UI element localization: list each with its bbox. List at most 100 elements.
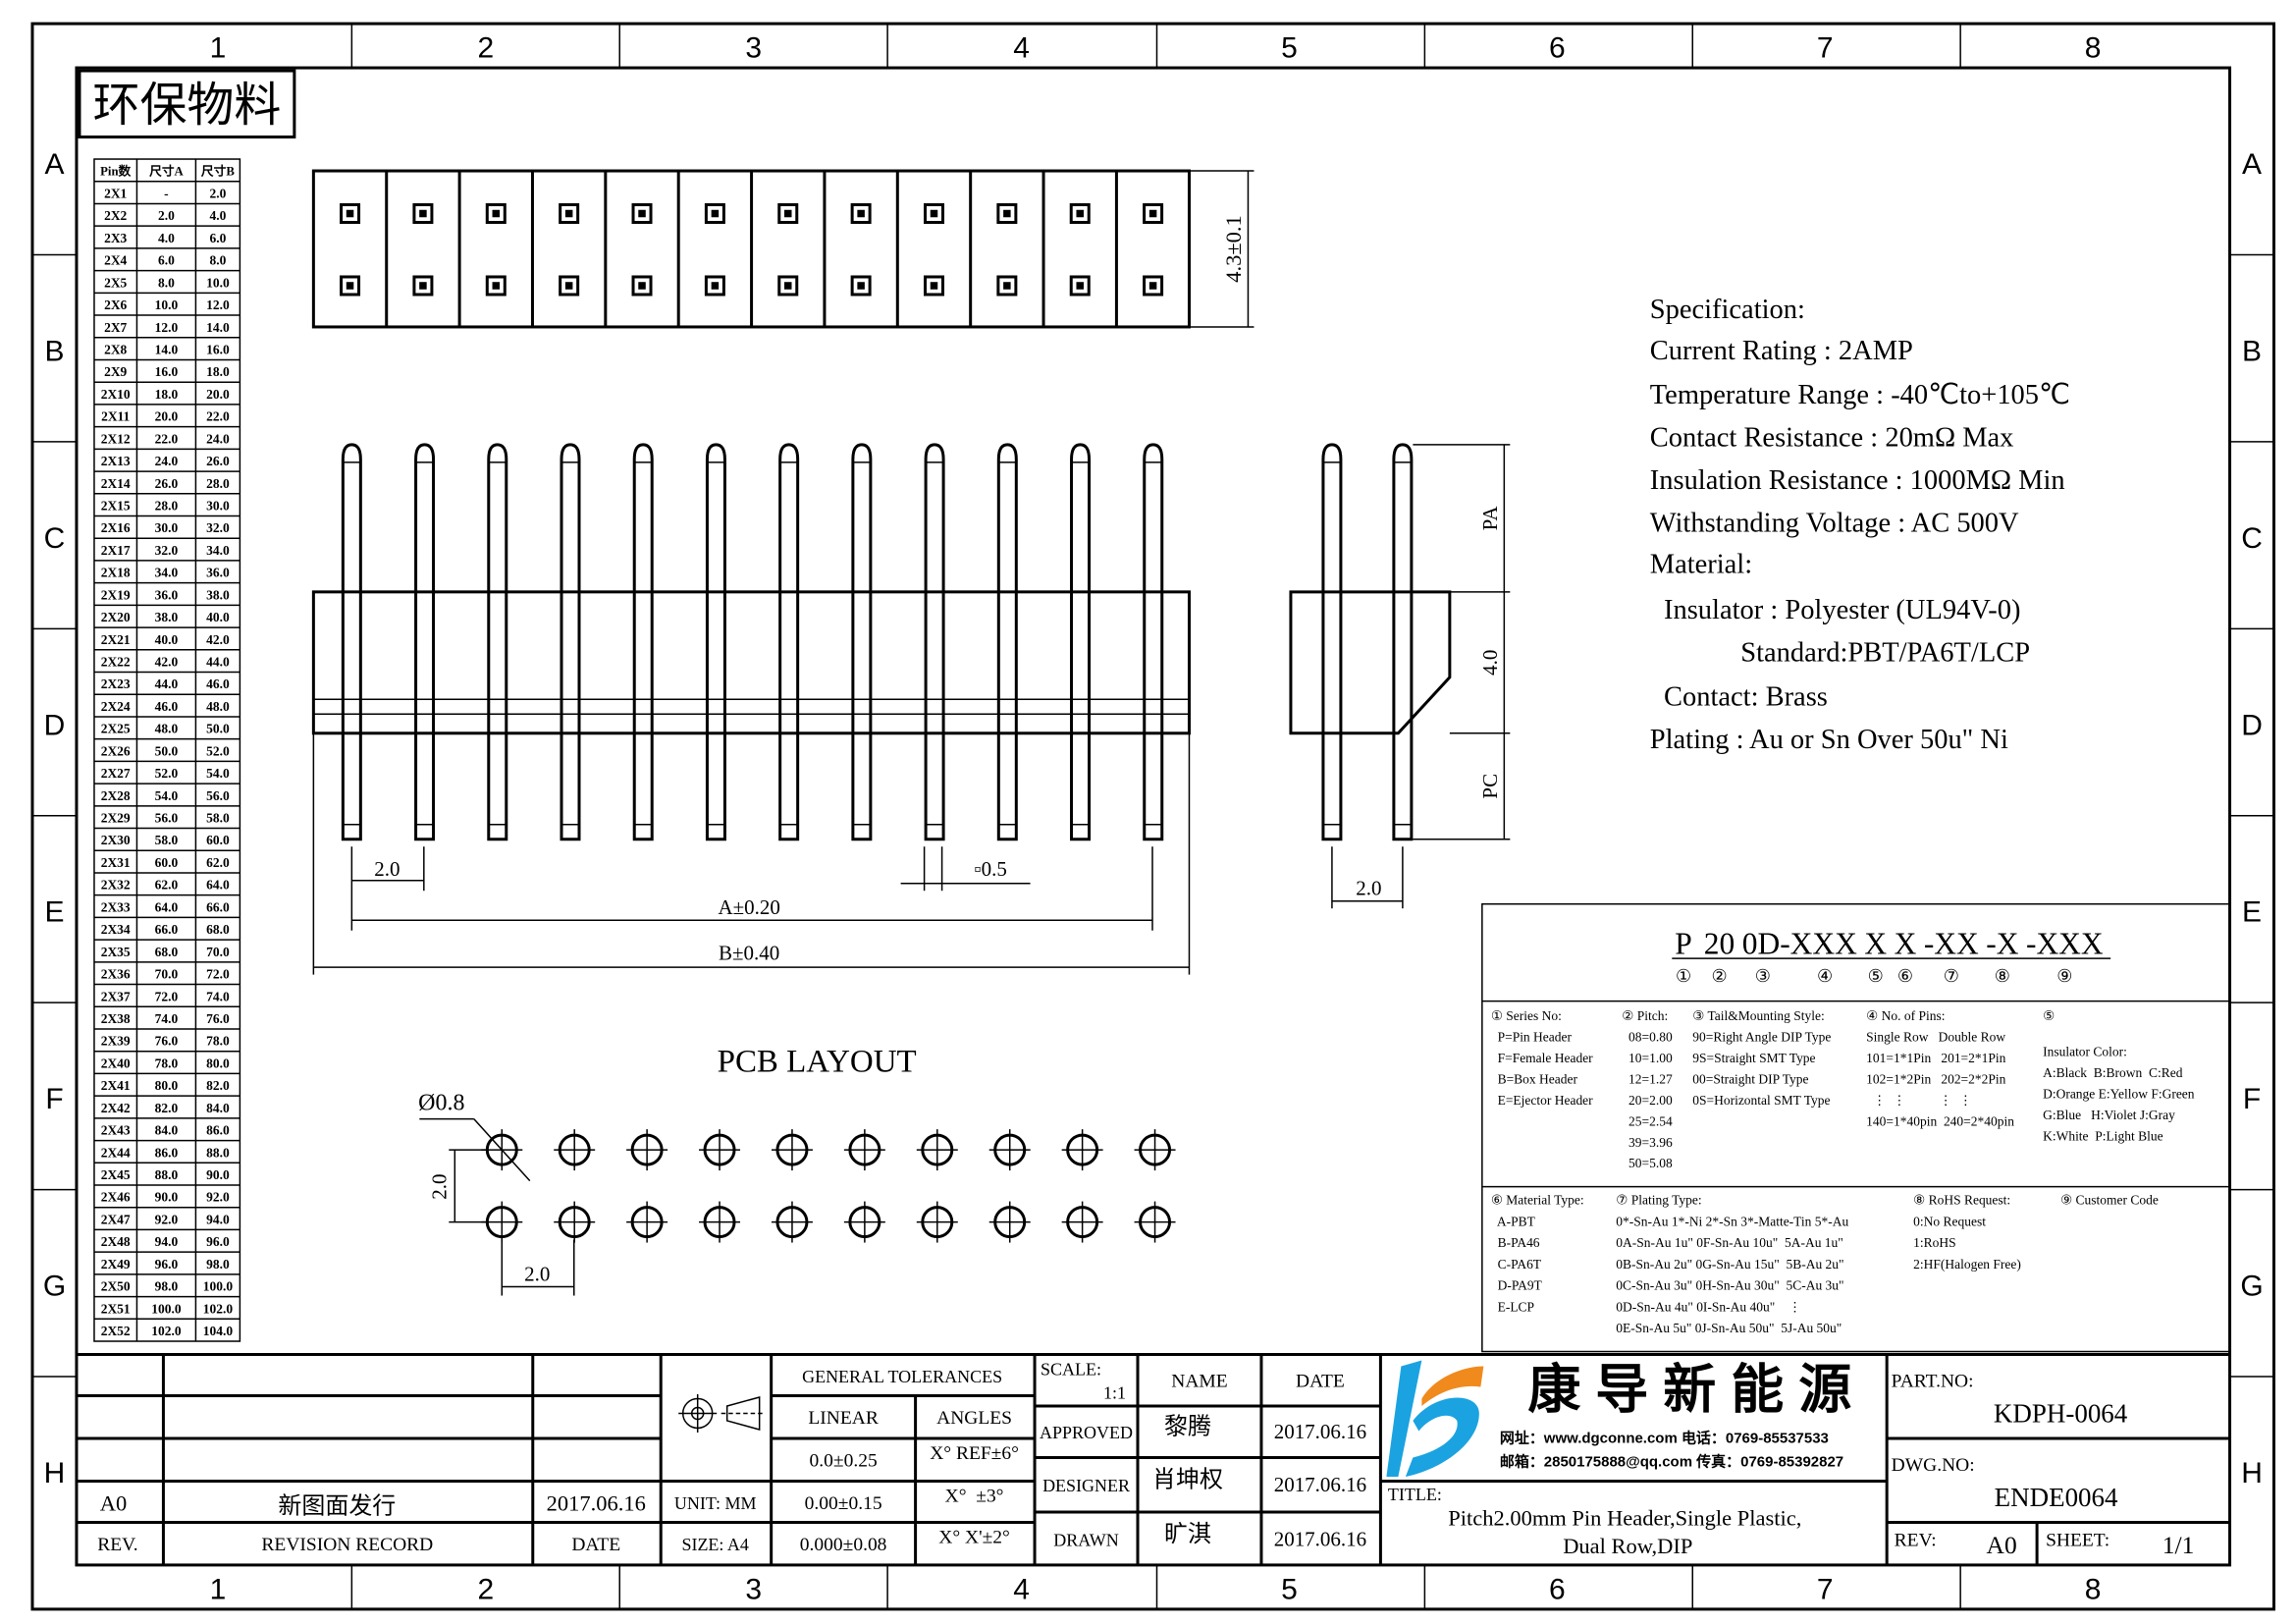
table-cell: 38.0 bbox=[155, 610, 179, 624]
pcb-vertical-pitch: 2.0 bbox=[427, 1173, 451, 1199]
table-cell: 84.0 bbox=[155, 1123, 179, 1138]
part-code-segment: 20 bbox=[1704, 927, 1735, 961]
table-cell: 2X21 bbox=[101, 632, 131, 647]
pin-square-core bbox=[1076, 282, 1084, 290]
table-cell: 2X9 bbox=[104, 364, 127, 379]
zone-column-label: 5 bbox=[1281, 1573, 1298, 1605]
part-code-marker: ⑥ bbox=[1897, 966, 1913, 986]
table-cell: 2X33 bbox=[101, 899, 131, 914]
hole-diameter: Ø0.8 bbox=[418, 1091, 464, 1116]
table-cell: 74.0 bbox=[206, 989, 230, 1003]
pin-square bbox=[850, 275, 872, 297]
table-cell: 54.0 bbox=[206, 766, 230, 781]
legend-line: F=Female Header bbox=[1491, 1051, 1593, 1065]
table-cell: 2X43 bbox=[101, 1123, 131, 1138]
pin-square bbox=[1143, 275, 1164, 297]
table-cell: 2X14 bbox=[101, 476, 131, 491]
legend-line: Single Row Double Row bbox=[1866, 1030, 2005, 1045]
table-cell: 68.0 bbox=[206, 922, 230, 937]
table-cell: 2X48 bbox=[101, 1234, 131, 1249]
zone-column-label: 7 bbox=[1817, 1573, 1834, 1605]
revision-date: 2017.06.16 bbox=[547, 1490, 646, 1515]
table-cell: 94.0 bbox=[155, 1234, 179, 1249]
company-contact-web-phone: 网址：www.dgconne.com 电话：0769-85537533 bbox=[1500, 1429, 1829, 1446]
legend-line: ⋮ ⋮ ⋮ ⋮ bbox=[1866, 1093, 1972, 1108]
table-cell: 2X46 bbox=[101, 1190, 131, 1205]
table-cell: 58.0 bbox=[155, 833, 179, 847]
pin-square-core bbox=[564, 282, 573, 290]
table-cell: 2X49 bbox=[101, 1257, 131, 1272]
table-cell: 54.0 bbox=[155, 788, 179, 803]
legend-line: ② Pitch: bbox=[1622, 1008, 1668, 1023]
table-cell: 76.0 bbox=[206, 1011, 230, 1026]
table-cell: 28.0 bbox=[206, 476, 230, 491]
legend-line: ⑥ Material Type: bbox=[1491, 1193, 1584, 1208]
pin-square bbox=[777, 203, 799, 225]
pin-square bbox=[777, 275, 799, 297]
revision-code: A0 bbox=[100, 1490, 127, 1515]
part-no: KDPH-0064 bbox=[1994, 1398, 2128, 1428]
pin-square-core bbox=[346, 209, 354, 218]
table-cell: 2X19 bbox=[101, 587, 131, 602]
table-cell: 10.0 bbox=[206, 275, 230, 290]
top-view: 4.3±0.1 bbox=[311, 169, 1255, 329]
pin-square-core bbox=[564, 209, 573, 218]
table-cell: 86.0 bbox=[206, 1123, 230, 1138]
pin-square bbox=[559, 203, 580, 225]
dimension-a: A±0.20 bbox=[718, 895, 779, 919]
table-cell: 2X26 bbox=[101, 743, 131, 758]
legend-line: A:Black B:Brown C:Red bbox=[2043, 1065, 2183, 1080]
spec-line: Contact Resistance : 20mΩ Max bbox=[1650, 422, 2014, 453]
part-code-marker: ⑨ bbox=[2056, 966, 2072, 986]
zone-column-label: 8 bbox=[2085, 1573, 2102, 1605]
legend-line: ④ No. of Pins: bbox=[1866, 1008, 1945, 1023]
legend-line: 20=2.00 bbox=[1622, 1093, 1673, 1108]
table-cell: 60.0 bbox=[155, 855, 179, 870]
table-cell: 82.0 bbox=[206, 1078, 230, 1093]
table-cell: 2X28 bbox=[101, 788, 131, 803]
table-cell: 2X34 bbox=[101, 922, 131, 937]
part-code-marker: ① bbox=[1676, 966, 1691, 986]
pin bbox=[632, 443, 654, 841]
legend-line: Insulator Color: bbox=[2043, 1045, 2127, 1059]
table-cell: 62.0 bbox=[155, 878, 179, 893]
legend-line: G:Blue H:Violet J:Gray bbox=[2043, 1108, 2175, 1122]
signoff-date: 2017.06.16 bbox=[1274, 1473, 1366, 1496]
pin bbox=[1143, 443, 1164, 841]
pcb-horizontal-pitch: 2.0 bbox=[524, 1263, 550, 1286]
table-cell: 2X13 bbox=[101, 454, 131, 468]
table-cell: 22.0 bbox=[155, 431, 179, 446]
zone-column-label: 5 bbox=[1281, 32, 1298, 65]
table-cell: 38.0 bbox=[206, 587, 230, 602]
legend-line: 0S=Horizontal SMT Type bbox=[1692, 1093, 1830, 1108]
table-cell: 98.0 bbox=[155, 1279, 179, 1294]
zone-row-label: D bbox=[44, 709, 66, 741]
legend-line: 39=3.96 bbox=[1622, 1135, 1673, 1150]
table-cell: 2X10 bbox=[101, 387, 131, 402]
table-header: 尺寸A bbox=[149, 164, 184, 179]
signoff-name: 旷淇 bbox=[1164, 1521, 1211, 1547]
eco-label: 环保物料 bbox=[92, 80, 281, 132]
company-logo bbox=[1386, 1360, 1484, 1477]
pin bbox=[851, 443, 873, 841]
table-cell: 2X2 bbox=[104, 208, 127, 223]
spec-line: Plating : Au or Sn Over 50u" Ni bbox=[1650, 725, 2008, 755]
spec-line: Insulation Resistance : 1000MΩ Min bbox=[1650, 465, 2065, 496]
table-cell: 42.0 bbox=[155, 655, 179, 670]
table-cell: 70.0 bbox=[206, 945, 230, 959]
table-cell: 56.0 bbox=[206, 788, 230, 803]
table-cell: 34.0 bbox=[206, 543, 230, 558]
part-code-segment: -XXX bbox=[2026, 927, 2104, 961]
zone-row-label: A bbox=[2242, 148, 2262, 181]
table-cell: 66.0 bbox=[206, 899, 230, 914]
pa-dimension: PA bbox=[1478, 506, 1502, 530]
table-cell: 2X52 bbox=[101, 1324, 131, 1338]
table-cell: 80.0 bbox=[206, 1056, 230, 1070]
legend-line: 12=1.27 bbox=[1622, 1071, 1673, 1086]
signoff-date: 2017.06.16 bbox=[1274, 1420, 1366, 1443]
table-cell: 4.0 bbox=[209, 208, 226, 223]
row-pitch-dimension: 2.0 bbox=[1356, 877, 1381, 900]
table-cell: 82.0 bbox=[155, 1101, 179, 1115]
pin-square bbox=[704, 275, 725, 297]
